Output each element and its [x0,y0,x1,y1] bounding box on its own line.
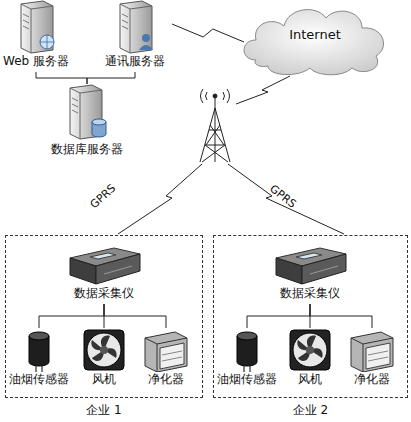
server-node: 通讯服务器 [98,0,172,72]
connector-line [310,304,372,328]
gprs-link [228,164,344,234]
group-heading: 企业 1 [6,403,202,417]
node-label: 净化器 [134,372,198,386]
link-label: GPRS [267,182,298,211]
node-label: Internet [238,28,392,42]
node-label: 风机 [76,372,132,386]
web-server-icon [13,0,59,54]
purifier-icon [141,328,191,372]
enterprise-group: 企业 2数据采集仪油烟传感器风机净化器 [213,235,408,398]
connector-line [247,304,310,328]
wireless-link [172,24,244,42]
connector-line [104,304,105,328]
wireless-link [236,76,290,104]
node-label: 数据库服务器 [42,142,132,156]
node-label: 风机 [282,372,338,386]
radio-tower [200,89,230,162]
fan-icon [288,328,332,372]
gprs-link [118,164,202,234]
device-node: 净化器 [134,328,198,390]
connector-line [39,304,104,328]
node-label: 油烟传感器 [214,372,280,386]
data-logger-icon [64,244,144,286]
device-node: 风机 [282,328,338,390]
cloud-node: Internet [238,2,392,76]
node-label: Web 服务器 [0,54,72,68]
device-node: 数据采集仪 [260,244,360,304]
smoke-sensor-icon [232,328,262,372]
connector-line [310,304,311,328]
comm-server-icon [112,0,158,54]
node-label: 数据采集仪 [54,286,154,300]
data-logger-icon [270,244,350,286]
enterprise-group: 企业 1数据采集仪油烟传感器风机净化器 [5,235,203,398]
device-node: 油烟传感器 [214,328,280,390]
database-server-icon [62,84,112,142]
group-heading: 企业 2 [214,403,407,417]
purifier-icon [347,328,397,372]
node-label: 通讯服务器 [98,54,172,68]
device-node: 油烟传感器 [6,328,72,390]
link-label: GPRS [87,182,118,212]
node-label: 油烟传感器 [6,372,72,386]
device-node: 数据采集仪 [54,244,154,304]
connector-line [36,72,87,84]
device-node: 风机 [76,328,132,390]
node-label: 数据采集仪 [260,286,360,300]
fan-icon [82,328,126,372]
connector-line [104,304,166,328]
node-label: 净化器 [340,372,404,386]
smoke-sensor-icon [24,328,54,372]
server-node: 数据库服务器 [42,84,132,158]
device-node: 净化器 [340,328,404,390]
server-node: Web 服务器 [0,0,72,72]
connector-line [87,72,135,84]
